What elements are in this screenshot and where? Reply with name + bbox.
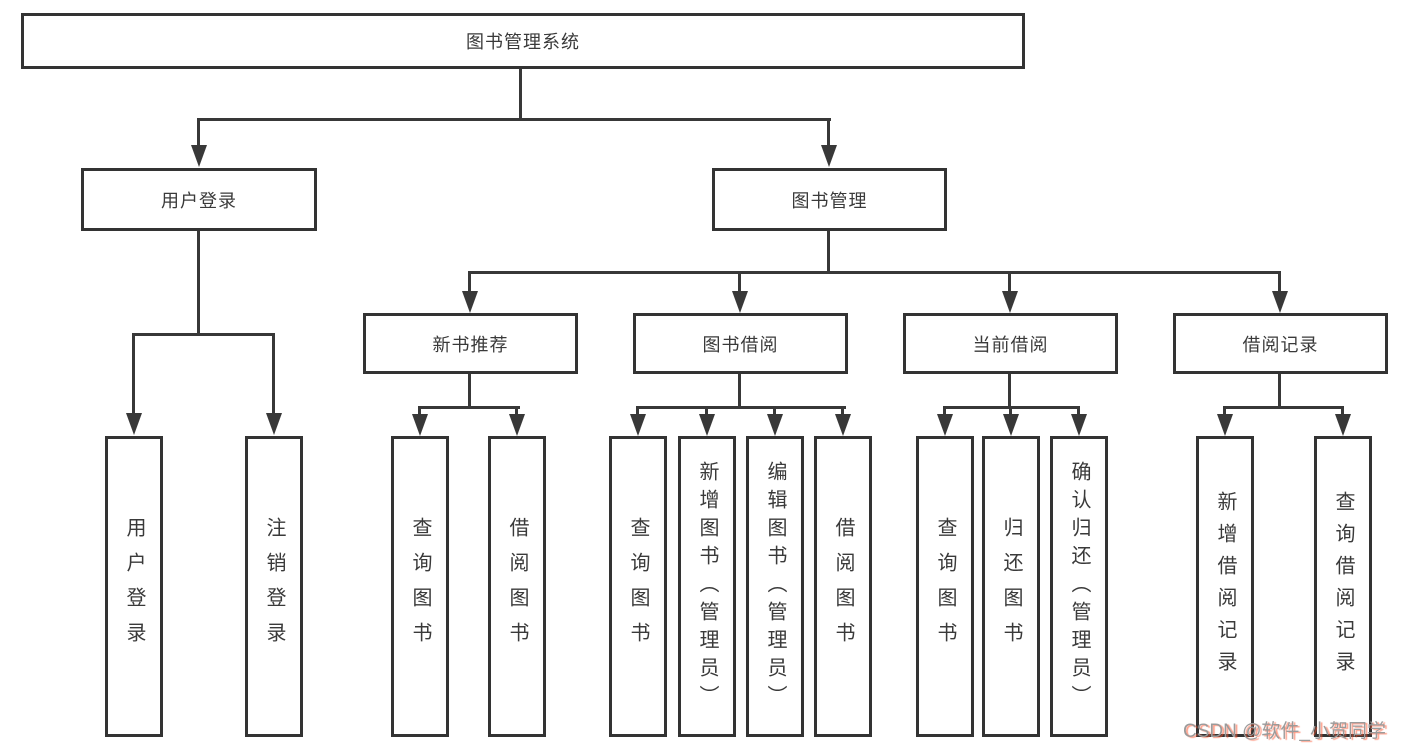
leaf-confirm-return-admin: 确认归还（管理员） [1050, 436, 1108, 737]
connector-line [519, 69, 522, 120]
leaf-label: 查询图书 [934, 516, 956, 657]
node-label: 新书推荐 [432, 334, 509, 355]
connector-line [773, 406, 776, 416]
connector-line [418, 406, 421, 416]
leaf-label: 确认归还（管理员） [1068, 460, 1090, 713]
connector-line [1008, 271, 1011, 293]
connector-line [197, 118, 200, 148]
leaf-label: 新增借阅记录 [1214, 490, 1236, 683]
arrowhead-icon [1335, 414, 1351, 436]
leaf-query-books-recommend: 查询图书 [391, 436, 449, 737]
connector-line [132, 333, 275, 336]
arrowhead-icon [462, 291, 478, 313]
connector-line [738, 374, 741, 409]
leaf-label: 用户登录 [123, 516, 145, 657]
arrowhead-icon [1217, 414, 1233, 436]
arrowhead-icon [1071, 414, 1087, 436]
arrowhead-icon [699, 414, 715, 436]
leaf-add-books-admin: 新增图书（管理员） [678, 436, 736, 737]
connector-line [197, 231, 200, 336]
leaf-label: 借阅图书 [832, 516, 854, 657]
connector-line [738, 271, 741, 293]
leaf-label: 查询借阅记录 [1332, 490, 1354, 683]
leaf-label: 借阅图书 [506, 516, 528, 657]
connector-line [636, 406, 846, 409]
node-book-borrowing: 图书借阅 [633, 313, 848, 374]
connector-line [1223, 406, 1226, 416]
arrowhead-icon [1002, 291, 1018, 313]
connector-line [1278, 271, 1281, 293]
connector-line [197, 118, 831, 121]
connector-line [468, 374, 471, 409]
leaf-label: 编辑图书（管理员） [764, 460, 786, 713]
leaf-user-login: 用户登录 [105, 436, 163, 737]
node-user-login: 用户登录 [81, 168, 317, 231]
node-label: 当前借阅 [972, 334, 1049, 355]
node-current-borrowing: 当前借阅 [903, 313, 1118, 374]
node-label: 图书管理 [791, 190, 868, 211]
leaf-borrow-books: 借阅图书 [814, 436, 872, 737]
connector-line [418, 406, 520, 409]
connector-line [705, 406, 708, 416]
csdn-watermark: CSDN @软件_小贺同学 [1183, 721, 1386, 742]
arrowhead-icon [412, 414, 428, 436]
connector-line [841, 406, 844, 416]
connector-line [1341, 406, 1344, 416]
arrowhead-icon [937, 414, 953, 436]
leaf-label: 归还图书 [1000, 516, 1022, 657]
arrowhead-icon [266, 413, 282, 435]
node-borrowing-records: 借阅记录 [1173, 313, 1388, 374]
node-root-system: 图书管理系统 [21, 13, 1025, 69]
connector-line [1223, 406, 1344, 409]
arrowhead-icon [835, 414, 851, 436]
connector-line [1278, 374, 1281, 409]
arrowhead-icon [732, 291, 748, 313]
node-book-management: 图书管理 [712, 168, 947, 231]
connector-line [468, 271, 1281, 274]
leaf-add-borrow-record: 新增借阅记录 [1196, 436, 1254, 737]
connector-line [827, 118, 830, 148]
leaf-query-books-borrowing: 查询图书 [609, 436, 667, 737]
leaf-return-books: 归还图书 [982, 436, 1040, 737]
leaf-borrow-books-recommend: 借阅图书 [488, 436, 546, 737]
arrowhead-icon [821, 145, 837, 167]
arrowhead-icon [630, 414, 646, 436]
node-new-book-recommend: 新书推荐 [363, 313, 578, 374]
connector-line [1008, 374, 1011, 409]
leaf-label: 新增图书（管理员） [696, 460, 718, 713]
connector-line [827, 231, 830, 274]
leaf-edit-books-admin: 编辑图书（管理员） [746, 436, 804, 737]
leaf-label: 注销登录 [263, 516, 285, 657]
node-label: 图书借阅 [702, 334, 779, 355]
connector-line [272, 333, 275, 417]
connector-line [943, 406, 946, 416]
node-label: 图书管理系统 [466, 32, 580, 52]
leaf-label: 查询图书 [627, 516, 649, 657]
arrowhead-icon [126, 413, 142, 435]
connector-line [1009, 406, 1012, 416]
connector-line [636, 406, 639, 416]
arrowhead-icon [191, 145, 207, 167]
leaf-logout: 注销登录 [245, 436, 303, 737]
arrowhead-icon [1272, 291, 1288, 313]
arrowhead-icon [509, 414, 525, 436]
connector-line [132, 333, 135, 417]
connector-line [468, 271, 471, 293]
leaf-query-books-current: 查询图书 [916, 436, 974, 737]
connector-line [1077, 406, 1080, 416]
arrowhead-icon [767, 414, 783, 436]
leaf-query-borrow-record: 查询借阅记录 [1314, 436, 1372, 737]
connector-line [515, 406, 518, 416]
node-label: 用户登录 [161, 190, 237, 211]
arrowhead-icon [1003, 414, 1019, 436]
node-label: 借阅记录 [1242, 334, 1319, 355]
leaf-label: 查询图书 [409, 516, 431, 657]
